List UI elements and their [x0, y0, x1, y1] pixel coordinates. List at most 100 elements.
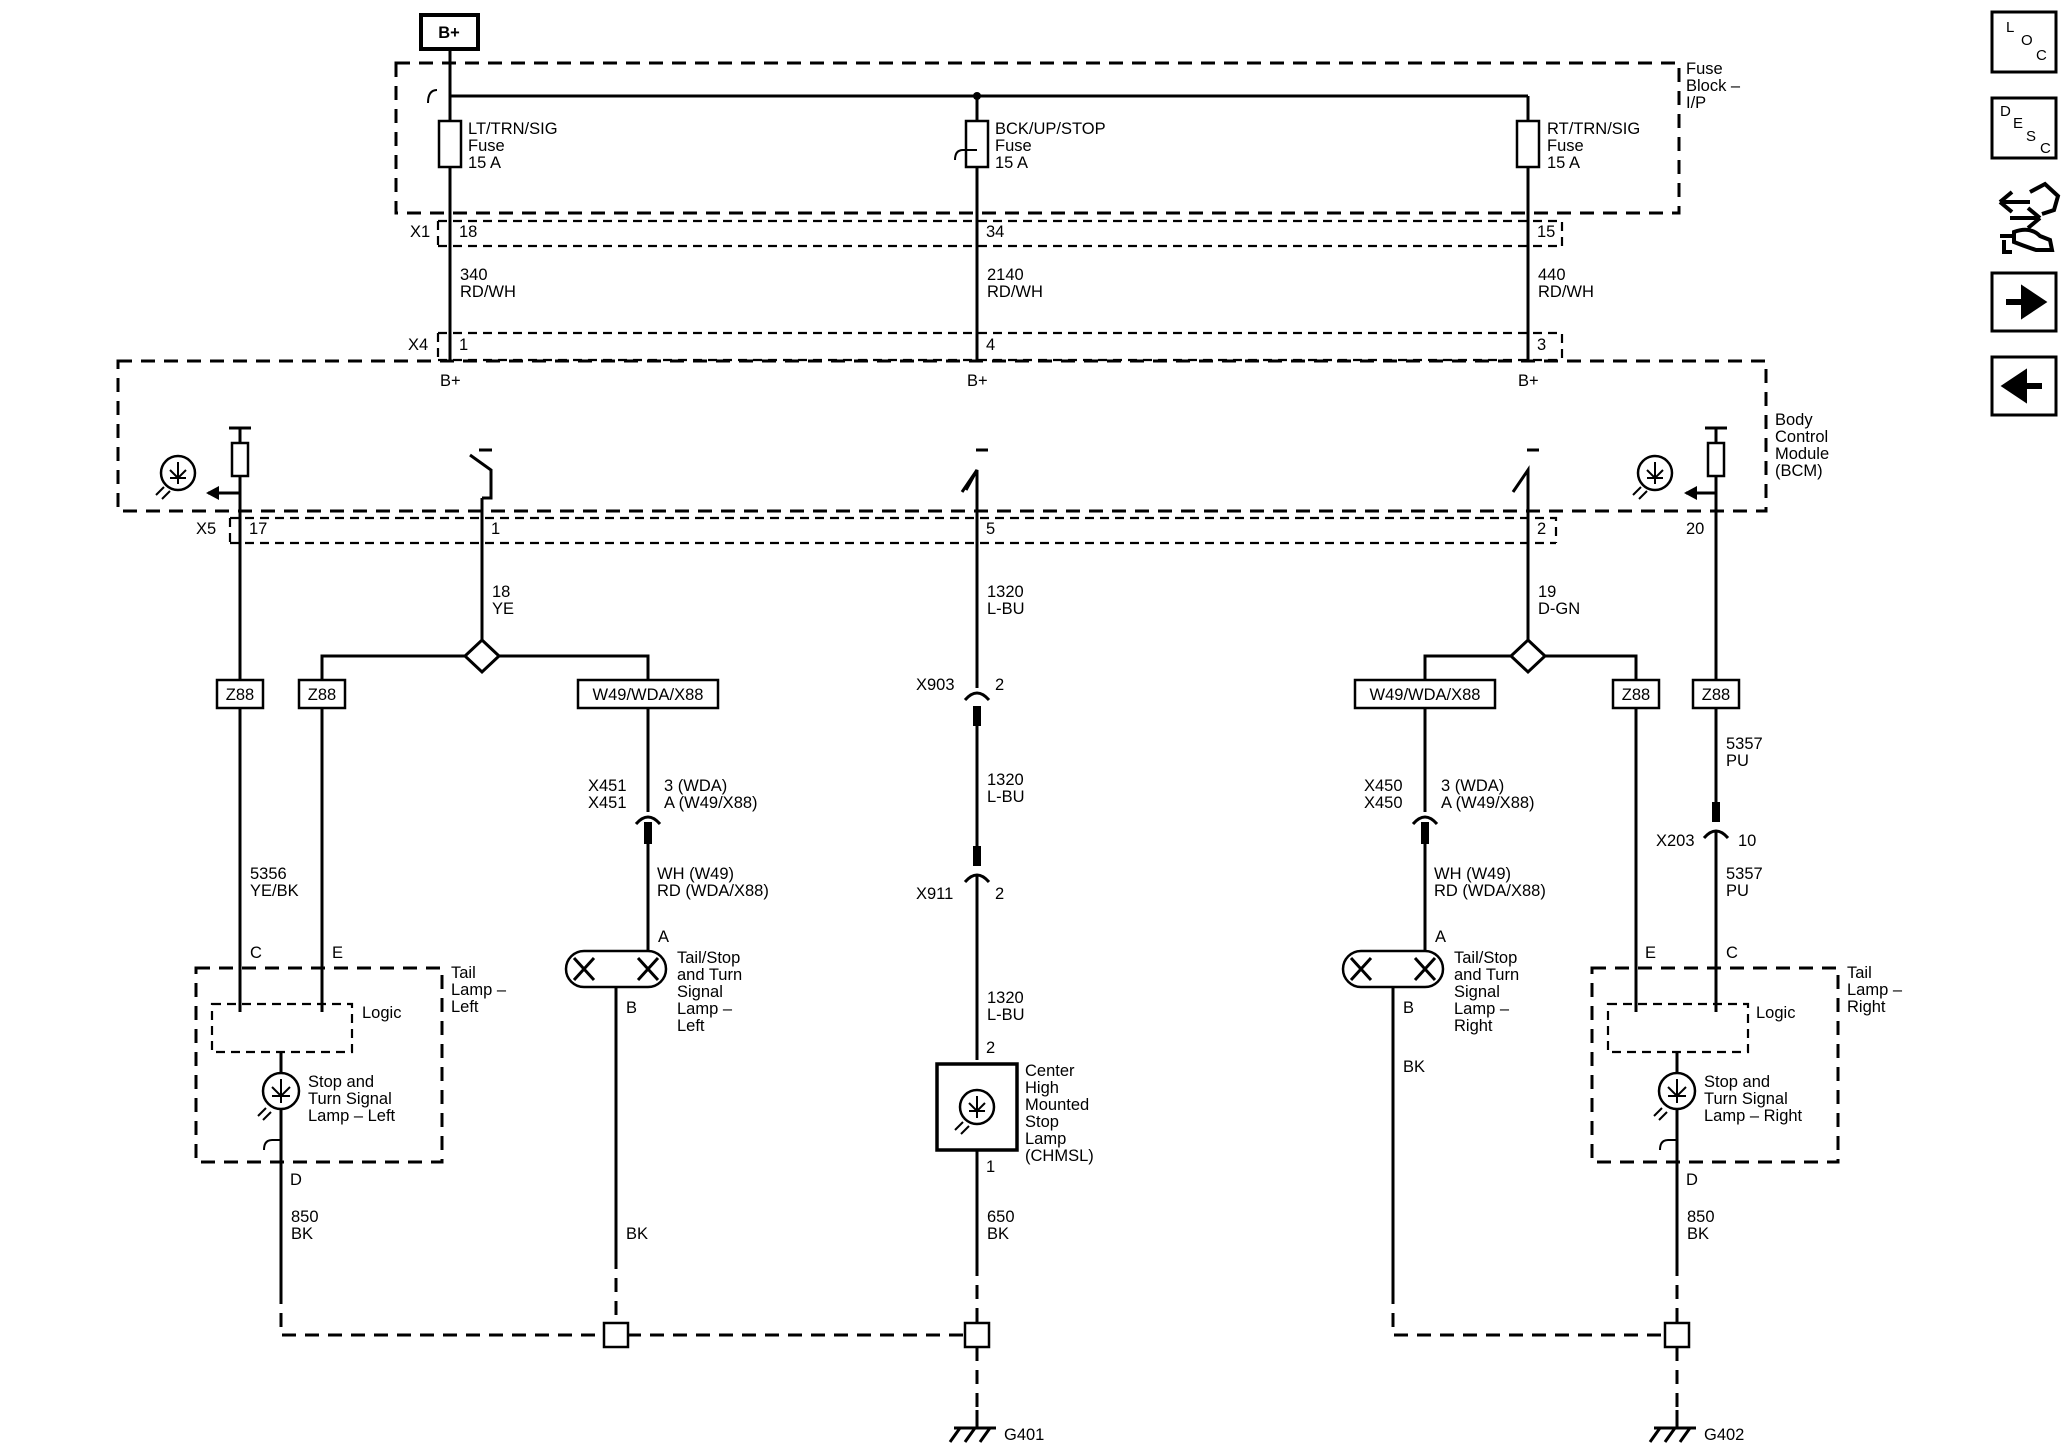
- left-stop-bk-label: BK: [626, 1225, 648, 1243]
- fuse-block-outline: [394, 61, 1681, 215]
- svg-text:1: 1: [986, 1158, 995, 1176]
- option-w49-left: W49/WDA/X88: [576, 678, 720, 710]
- svg-text:D: D: [2000, 103, 2011, 120]
- x903-label: X903: [916, 676, 955, 694]
- ground-splice-left: [602, 1321, 630, 1349]
- ground-g402-icon: G402: [1648, 1410, 1744, 1444]
- bcm-switch-1: [469, 448, 493, 500]
- svg-text:O: O: [2021, 32, 2033, 49]
- connector-icon[interactable]: [1998, 181, 2061, 254]
- x203-pin: 10: [1738, 832, 1756, 850]
- bcm-bplus-center: B+: [967, 372, 988, 390]
- x903-pin: 2: [995, 676, 1004, 694]
- x911-pin: 2: [995, 885, 1004, 903]
- svg-text:Z88: Z88: [226, 686, 254, 704]
- svg-text:G402: G402: [1704, 1426, 1744, 1444]
- svg-text:C: C: [250, 944, 262, 962]
- connector-x1: X1 18 34 15: [410, 219, 1564, 248]
- bus-jumper: [427, 89, 438, 104]
- bcm-switch-5: [960, 448, 988, 498]
- svg-text:18: 18: [459, 223, 477, 241]
- svg-text:Z88: Z88: [1702, 686, 1730, 704]
- option-w49-right: W49/WDA/X88: [1353, 678, 1497, 710]
- svg-text:1: 1: [459, 336, 468, 354]
- bcm-label: Body Control Module (BCM): [1775, 411, 1834, 480]
- ground-splice-right: [1663, 1321, 1691, 1349]
- splice-left: [462, 637, 502, 675]
- fuse-block-label: Fuse Block – I/P: [1686, 60, 1745, 112]
- svg-text:E: E: [332, 944, 343, 962]
- svg-text:17: 17: [249, 520, 267, 538]
- power-bus: [448, 49, 1528, 100]
- svg-text:E: E: [2013, 115, 2023, 132]
- svg-text:X5: X5: [196, 520, 216, 538]
- svg-text:2: 2: [1537, 520, 1546, 538]
- svg-text:B+: B+: [438, 24, 460, 42]
- x911-label: X911: [916, 885, 953, 903]
- svg-text:X1: X1: [410, 223, 430, 241]
- right-stop-wire-label: WH (W49)RD (WDA/X88): [1434, 865, 1546, 900]
- svg-text:Logic: Logic: [362, 1004, 401, 1022]
- connector-x903-icon: [963, 691, 991, 702]
- svg-text:15: 15: [1537, 223, 1555, 241]
- svg-text:W49/WDA/X88: W49/WDA/X88: [1370, 686, 1481, 704]
- bcm-bplus-right: B+: [1518, 372, 1539, 390]
- svg-text:L: L: [2006, 19, 2014, 36]
- bcm-outline: [116, 359, 1768, 513]
- svg-text:2: 2: [986, 1039, 995, 1057]
- option-z88-right-2: Z88: [1691, 678, 1741, 710]
- svg-text:3: 3: [1537, 336, 1546, 354]
- svg-text:D: D: [1686, 1171, 1698, 1189]
- bcm-switch-2: [1511, 448, 1539, 498]
- svg-text:Logic: Logic: [1756, 1004, 1795, 1022]
- svg-text:A: A: [658, 928, 669, 946]
- connector-x4: X4 1 4 3: [408, 331, 1564, 362]
- connector-x5-x2: X5 17 1 5 2 20 20: [196, 516, 1704, 545]
- arrow-right-icon[interactable]: [1990, 271, 2058, 333]
- svg-text:20: 20: [1686, 520, 1704, 538]
- svg-text:D: D: [290, 1171, 302, 1189]
- loc-button[interactable]: L O C: [1990, 10, 2058, 74]
- svg-text:5: 5: [986, 520, 995, 538]
- x451-pins: 3 (WDA)A (W49/X88): [664, 777, 758, 812]
- svg-text:C: C: [2040, 140, 2051, 157]
- svg-text:A: A: [1435, 928, 1446, 946]
- option-z88-right-1: Z88: [1611, 678, 1661, 710]
- svg-text:Z88: Z88: [1622, 686, 1650, 704]
- svg-text:B: B: [1403, 999, 1414, 1017]
- desc-button[interactable]: D E S C: [1990, 96, 2058, 160]
- arrow-left-icon[interactable]: [1990, 355, 2058, 417]
- connector-x911-icon: [963, 873, 991, 884]
- ground-g401-icon: G401: [948, 1410, 1044, 1444]
- bcm-bplus-left: B+: [440, 372, 461, 390]
- svg-text:S: S: [2026, 128, 2036, 145]
- ground-splice-center: [963, 1321, 991, 1349]
- svg-text:4: 4: [986, 336, 995, 354]
- b-plus-source: B+: [419, 13, 480, 51]
